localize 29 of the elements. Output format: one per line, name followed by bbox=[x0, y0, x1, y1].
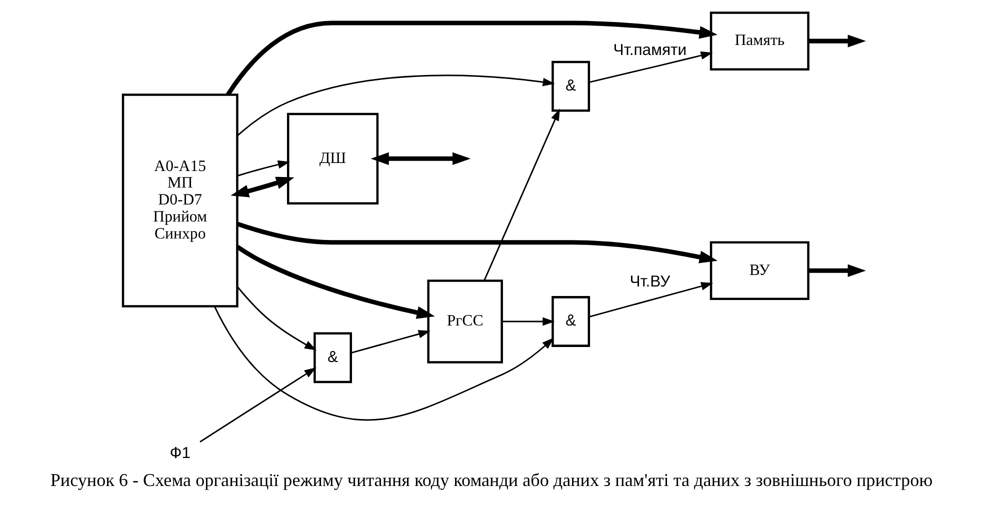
arrow bbox=[483, 108, 560, 281]
arrow bbox=[213, 306, 554, 421]
node-box: & bbox=[551, 60, 590, 112]
node-box: ВУ bbox=[709, 241, 809, 300]
arrow bbox=[199, 367, 316, 442]
edge-label: Чт.ВУ bbox=[629, 274, 670, 291]
arrow bbox=[808, 34, 866, 48]
arrow bbox=[808, 264, 866, 277]
node-text: Ф1 bbox=[169, 444, 190, 462]
arrow bbox=[588, 282, 713, 318]
arrow bbox=[225, 20, 717, 96]
arrow bbox=[236, 244, 434, 319]
arrow bbox=[502, 317, 554, 326]
node-box: & bbox=[313, 332, 352, 384]
arrow bbox=[588, 51, 712, 84]
node-box: A0-A15 МП D0-D7 Прийом Синхро bbox=[121, 94, 238, 308]
node-box: & bbox=[551, 296, 590, 347]
arrow bbox=[230, 176, 294, 198]
node-box: РгСС bbox=[426, 280, 502, 364]
arrow bbox=[236, 222, 718, 264]
caption: Рисунок 6 - Схема організації режиму читання коду команди або даних з пам'яті та даних з зовнішнього пристрою bbox=[50, 470, 932, 490]
node-box: ДШ bbox=[286, 112, 378, 204]
arrow bbox=[370, 152, 470, 166]
arrow bbox=[236, 286, 316, 350]
arrow bbox=[236, 160, 290, 177]
arrow bbox=[350, 330, 430, 354]
node-box: Память bbox=[709, 12, 809, 70]
arrow bbox=[236, 74, 554, 136]
edge-label: Чт.памяти bbox=[612, 42, 686, 59]
